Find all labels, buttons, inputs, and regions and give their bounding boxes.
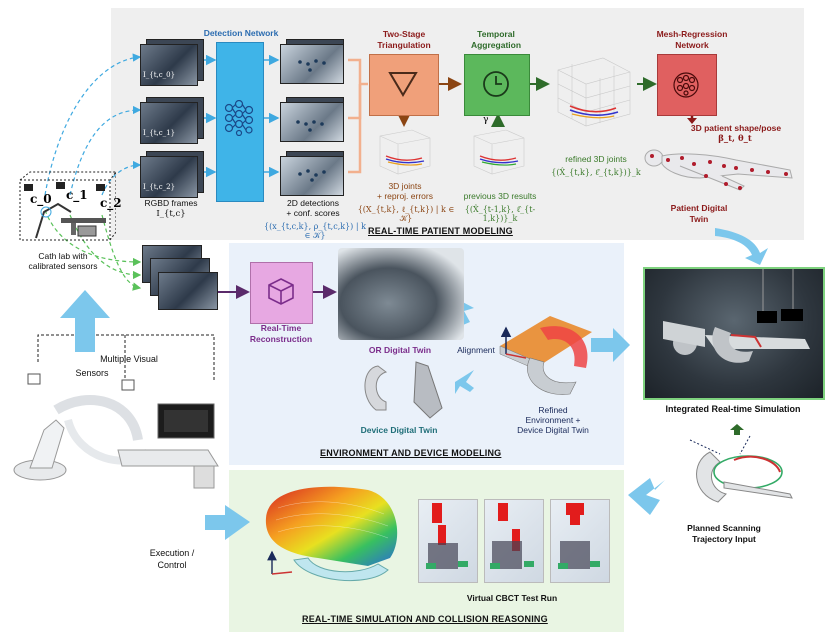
integrated-simulation-label: Integrated Real-time Simulation (665, 404, 801, 414)
refined-environment-model (499, 316, 592, 395)
camera-to-frame-arrows (44, 53, 142, 291)
multiple-sensors-label-2: Sensors (75, 368, 109, 378)
patient-mesh-illustration (644, 149, 793, 191)
detections-label: 2D detections (287, 198, 339, 208)
detection-frame-0 (280, 44, 344, 84)
joints-math: {(X_{t,k}, ℓ_{t,k}) | k ∈ 𝒦} (357, 205, 455, 224)
rgbd-frame-c1 (140, 102, 198, 144)
previous-results-plot (473, 129, 525, 175)
neural-network-icon (224, 100, 254, 136)
camera-c0-icon (24, 184, 33, 191)
frame-label-c1: I_{t,c_1} (143, 129, 176, 137)
triangulation-title-2: Triangulation (377, 40, 431, 50)
camera-c2-icon (96, 184, 105, 191)
camera-label-c1: c_1 (66, 188, 88, 202)
planned-trajectory-label-1: Planned Scanning (687, 523, 761, 533)
temporal-title-1: Temporal (477, 29, 515, 39)
detection-network-block (216, 42, 264, 202)
temporal-block (464, 54, 530, 116)
triangulation-title-1: Two-Stage (382, 29, 426, 39)
camera-label-c2: c_2 (100, 196, 122, 210)
detection-network-title: Detection Network (203, 28, 279, 38)
gamma-symbol: γ (483, 115, 489, 125)
patient-modeling-title: REAL-TIME PATIENT MODELING (368, 226, 513, 236)
refined-env-label-3: Device Digital Twin (517, 425, 589, 435)
sensor-icon-2 (121, 379, 135, 391)
sensor-icon-1 (27, 373, 41, 385)
conf-scores-label: + conf. scores (286, 208, 340, 218)
refined-env-label-2: Environment + (525, 415, 581, 425)
environment-modeling-title: ENVIRONMENT AND DEVICE MODELING (320, 448, 502, 458)
collision-heatmap-model (265, 486, 398, 582)
joints-3d-plot (379, 129, 431, 175)
integrated-simulation-scene (663, 269, 810, 363)
refined-env-label-1: Refined (538, 405, 568, 415)
planned-trajectory-label-2: Trajectory Input (692, 534, 756, 544)
detections-math: {(x_{t,c,k}, ρ_{t,c,k}) | k ∈ 𝒦} (264, 222, 366, 241)
clock-icon (483, 71, 509, 97)
keypoint-dots (296, 59, 326, 182)
mesh-title-1: Mesh-Regression (656, 29, 728, 39)
cath-lab-caption-1: Cath lab with (38, 251, 88, 261)
detection-frame-1 (280, 102, 344, 142)
virtual-cbct-label: Virtual CBCT Test Run (466, 593, 558, 603)
reconstruction-label-1: Real-Time (260, 323, 302, 333)
triangulation-block (369, 54, 439, 116)
sensor-tree (37, 334, 215, 380)
mesh-title-2: Network (675, 40, 709, 50)
cath-lab-illustration (19, 171, 116, 241)
rgbd-frames-label: RGBD frames (144, 198, 198, 208)
frame-label-c0: I_{t,c_0} (143, 71, 176, 79)
cube-icon (268, 278, 294, 305)
rgbd-frame-c2 (140, 156, 198, 198)
sensor-frame-2 (158, 272, 218, 310)
camera-c1-icon (56, 182, 65, 189)
refined-joints-label: refined 3D joints (565, 154, 627, 164)
trajectory-illustration (689, 435, 793, 503)
or-twin-label: OR Digital Twin (368, 345, 432, 355)
previous-results-label: previous 3D results (463, 191, 537, 201)
execution-label-1: Execution / (149, 548, 195, 558)
patient-twin-label-2: Twin (689, 214, 709, 224)
shape-pose-label: 3D patient shape/pose (690, 123, 782, 133)
device-twin-models (364, 361, 443, 419)
detection-frame-2 (280, 156, 344, 196)
execution-label-2: Control (157, 560, 187, 570)
triangle-icon (388, 72, 418, 97)
reproj-errors-label: + reproj. errors (377, 191, 433, 201)
cbct-test-points (426, 503, 600, 569)
refined-math: {(X̂_{t,k}, ℓ̂_{t,k})}_k (551, 168, 641, 177)
reconstruction-label-2: Reconstruction (249, 334, 313, 344)
rgbd-frames-symbol: I_{t,c} (156, 209, 186, 219)
patient-twin-label-1: Patient Digital (670, 203, 728, 213)
device-twin-label: Device Digital Twin (360, 425, 438, 435)
multiple-sensors-label-1: Multiple Visual (100, 354, 158, 364)
mesh-network-icon (673, 72, 699, 98)
or-twin-pointcloud (338, 248, 464, 340)
temporal-title-2: Aggregation (470, 40, 522, 50)
previous-math: {(X̂_{t-1,k}, ℓ̂_{t-1,k})}_k (464, 205, 536, 224)
c-arm-illustration (13, 373, 219, 489)
mesh-regression-block (657, 54, 717, 116)
alignment-label: Alignment (457, 345, 495, 355)
refined-joints-plot (557, 57, 631, 127)
shape-math: β_t, θ_t (718, 134, 752, 144)
simulation-title: REAL-TIME SIMULATION AND COLLISION REASO… (302, 614, 548, 624)
rgbd-frame-c0 (140, 44, 198, 86)
frame-label-c2: I_{t,c_2} (143, 183, 176, 191)
cath-lab-caption-2: calibrated sensors (28, 261, 98, 271)
camera-label-c0: c_0 (30, 192, 52, 206)
joints-3d-label: 3D joints (388, 181, 422, 191)
